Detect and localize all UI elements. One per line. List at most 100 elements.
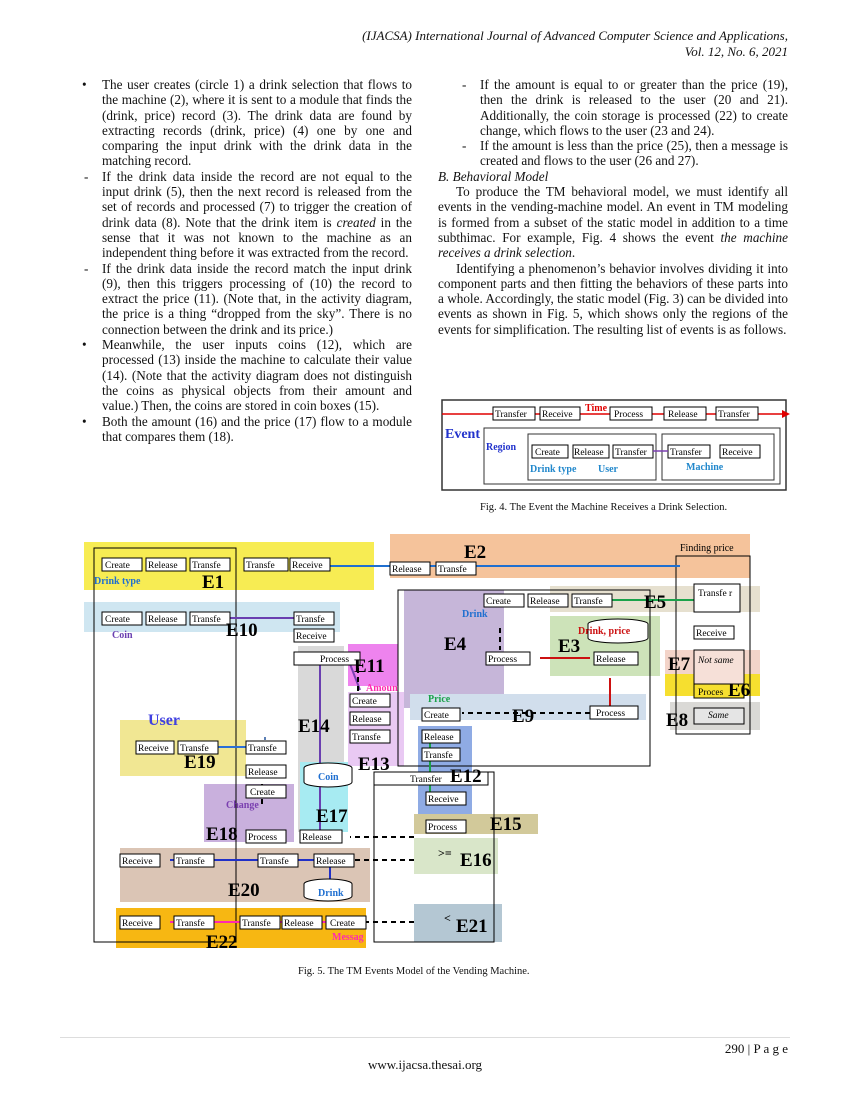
fig4-bottom-right-0: Transfer [670,447,703,458]
page-number: 290 | P a g e [724,1041,788,1056]
fig4-user: User [598,464,619,475]
left-column: The user creates (circle 1) a drink sele… [80,77,412,444]
f5-box-transfer-1: Transfer [410,774,443,785]
f5-event-e5: E5 [644,592,666,613]
f5-box-create-2: Create [105,615,130,625]
f5-box-proces: Proces [698,688,724,698]
f5-box-receive-2: Receive [296,632,327,642]
f5-box-release-10: Release [316,857,346,867]
fig4-top-2: Process [614,410,643,420]
f5-label-amount: Amoun [366,683,398,694]
f5-box-transfe-12: Transfe [260,856,289,867]
f5-box-release-8: Release [248,768,278,778]
f5-box-transfe-6: Transfe [574,596,603,607]
f5-event-e15: E15 [490,814,522,835]
f5-event-e20: E20 [228,880,260,901]
f5-box-transfe-4: Transfe [192,614,221,625]
fig4-time-label: Time [585,403,608,414]
f5-event-e22: E22 [206,932,238,953]
f5-not-same: Not same [697,656,734,666]
f5-box-create-1: Create [105,561,130,571]
f5-box-create-3: Create [486,597,511,607]
f5-box-release-6: Release [352,715,382,725]
f5-label-drink-2: Drink [318,888,344,899]
f5-box-receive-6: Receive [122,857,153,867]
f5-box-transfe-r: Transfe r [698,588,733,599]
section-heading: B. Behavioral Model [438,168,549,184]
journal-volume: Vol. 12, No. 6, 2021 [684,44,788,59]
f5-box-create-4: Create [352,697,377,707]
dash-match: If the drink data inside the record matc… [80,261,412,337]
f5-event-e8: E8 [666,710,688,731]
f5-box-process-3: Process [320,655,349,665]
f5-finding-price: Finding price [680,543,734,554]
f5-box-process-2: Process [596,709,625,719]
f5-event-e9: E9 [512,706,534,727]
fig4-top-3: Release [668,410,698,420]
f5-box-release-11: Release [284,919,314,929]
f5-same: Same [708,711,729,721]
f5-event-e19: E19 [184,752,216,773]
f5-label-message: Messag [332,932,364,943]
f5-box-receive-5: Receive [138,744,169,754]
f5-label-drink-1: Drink [462,609,488,620]
figure-4-caption: Fig. 4. The Event the Machine Receives a… [480,502,728,513]
f5-event-e16: E16 [460,850,492,871]
f5-box-process-1: Process [488,655,517,665]
f5-event-e10: E10 [226,620,258,641]
right-column: If the amount is equal to or greater tha… [438,77,788,337]
f5-event-e11: E11 [354,656,385,677]
fig4-bottom-left-2: Transfer [615,447,648,458]
f5-label-price: Price [428,694,451,705]
f5-box-release-3: Release [148,615,178,625]
f5-compare-ge: >= [438,846,452,860]
fig4-bottom-left-1: Release [574,448,604,458]
dash-amount-ge: If the amount is equal to or greater tha… [458,77,788,138]
f5-box-transfe-7: Transfe [352,732,381,743]
footer-url: www.ijacsa.thesai.org [367,1057,483,1072]
f5-label-coin-1: Coin [112,630,133,641]
fig4-top-0: Transfer [495,409,528,420]
fig4-top-1: Receive [542,410,573,420]
f5-label-change: Change [226,800,259,811]
f5-box-receive-1: Receive [292,561,323,571]
f5-box-transfe-8: Transfe [424,750,453,761]
f5-event-e12: E12 [450,766,482,787]
f5-box-receive-3: Receive [696,629,727,639]
f5-box-release-2: Release [392,565,422,575]
f5-event-e21: E21 [456,916,488,937]
f5-event-e1: E1 [202,572,224,593]
fig4-machine: Machine [686,462,724,473]
f5-box-transfe-13: Transfe [176,918,205,929]
f5-box-transfe-9: Transfe [180,743,209,754]
paragraph-phenomenon: Identifying a phenomenon’s behavior invo… [438,260,788,337]
figure-5-caption: Fig. 5. The TM Events Model of the Vendi… [298,966,530,977]
bullet-compare: Both the amount (16) and the price (17) … [80,414,412,445]
fig4-event-label: Event [445,427,480,442]
f5-event-e17: E17 [316,806,348,827]
f5-label-user: User [148,712,180,729]
f5-box-transfe-1: Transfe [192,560,221,571]
f5-label-drink-type: Drink type [94,576,141,587]
f5-box-release-5: Release [596,655,626,665]
fig4-drink-type: Drink type [530,464,577,475]
dash-not-equal: If the drink data inside the record are … [80,169,412,261]
f5-compare-lt: < [444,911,451,925]
journal-header: (IJACSA) International Journal of Advanc… [362,28,788,60]
f5-box-transfe-10: Transfe [248,743,277,754]
f5-box-release-9: Release [302,833,332,843]
f5-box-transfe-2: Transfe [246,560,275,571]
f5-box-create-5: Create [424,711,449,721]
f5-box-process-4: Process [428,823,457,833]
figure-5: Create Release Transfe Transfe Receive R… [84,534,760,953]
f5-box-process-5: Process [248,833,277,843]
bullet-drink-selection: The user creates (circle 1) a drink sele… [80,77,412,169]
f5-event-e3: E3 [558,636,580,657]
f5-event-e18: E18 [206,824,238,845]
fig4-region-label: Region [486,442,516,453]
f5-box-transfe-14: Transfe [242,918,271,929]
fig4-top-4: Transfer [718,409,751,420]
f5-box-create-6: Create [250,788,275,798]
f5-event-e2: E2 [464,542,486,563]
f5-box-transfe-11: Transfe [176,856,205,867]
